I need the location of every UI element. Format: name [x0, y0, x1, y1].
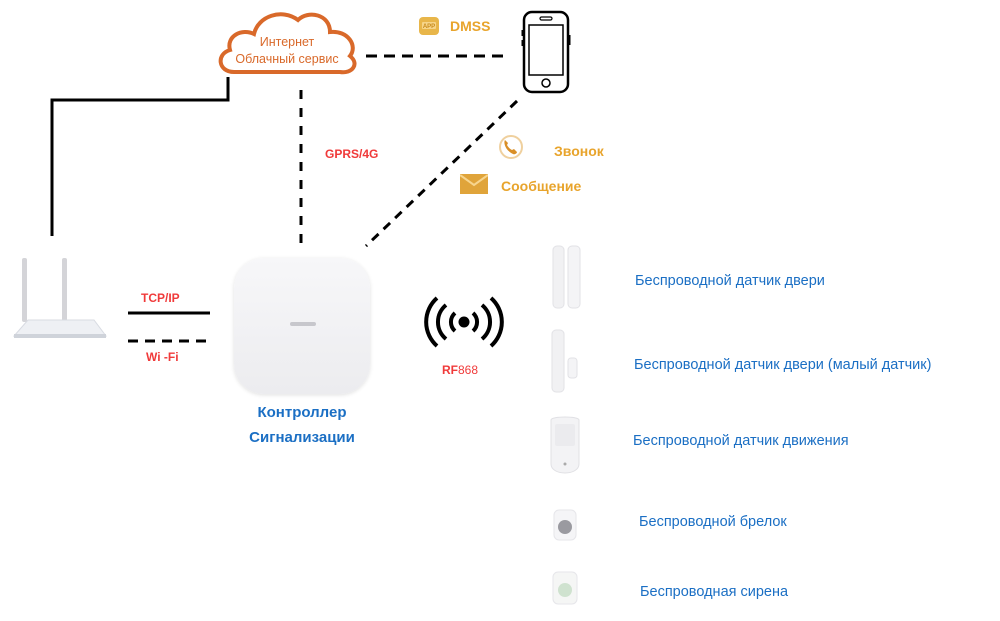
siren-icon: [550, 570, 580, 606]
door-sensor-icon: [548, 244, 588, 310]
wifi-label: Wi -Fi: [146, 350, 179, 364]
motion-sensor-icon: [545, 414, 585, 480]
controller-label-line2: Сигнализации: [249, 429, 355, 446]
tcpip-label: TCP/IP: [141, 291, 180, 305]
keyfob-icon: [550, 508, 580, 542]
radio-waves-icon: [424, 294, 504, 350]
dmss-label: DMSS: [450, 18, 491, 34]
phone-call-icon: [498, 134, 524, 160]
small-door-sensor-icon: [548, 328, 588, 394]
wifi-router-icon: [8, 254, 108, 344]
envelope-icon: [459, 173, 489, 195]
cloud-label-line2: Облачный сервис: [235, 52, 339, 66]
app-icon: APP: [418, 16, 440, 36]
device-label: Беспроводной датчик движения: [633, 433, 849, 449]
cloud-icon: [218, 12, 357, 75]
svg-text:APP: APP: [423, 24, 435, 30]
device-label: Беспроводная сирена: [640, 584, 789, 600]
router-cloud-line: [50, 77, 230, 236]
controller-label: Контроллер Сигнализации: [232, 400, 372, 450]
rf-label: RF868: [442, 363, 478, 377]
brand-logo: [290, 322, 316, 326]
controller-label-line1: Контроллер: [257, 404, 347, 421]
device-label: Беспроводной датчик двери (малый датчик): [634, 357, 932, 373]
cloud-service: Интернет Облачный сервис: [212, 2, 362, 78]
device-label: Беспроводной датчик двери: [635, 273, 825, 289]
cloud-label-line1: Интернет: [259, 35, 315, 49]
alarm-controller-device: [234, 258, 370, 394]
rf-prefix: RF: [442, 363, 458, 377]
rf-frequency: 868: [458, 363, 479, 377]
gprs-label: GPRS/4G: [325, 147, 379, 161]
notification-message-label: Сообщение: [501, 178, 582, 194]
smartphone-icon: [521, 10, 571, 94]
phone-controller-dashed-line: [364, 99, 519, 248]
device-label: Беспроводной брелок: [639, 514, 787, 530]
notification-call-label: Звонок: [554, 143, 604, 159]
